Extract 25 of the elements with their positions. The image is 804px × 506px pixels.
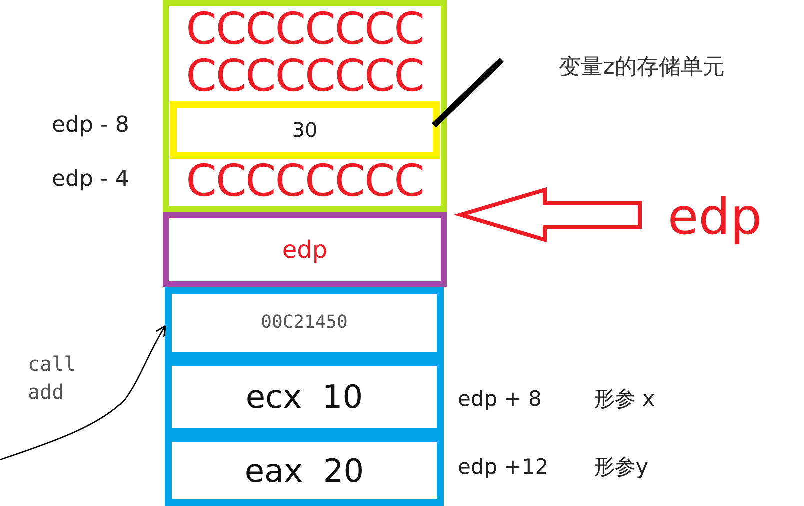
memory-cell — [170, 100, 440, 159]
memory-block — [163, 0, 447, 212]
cell-text: 30 — [292, 120, 318, 140]
offset-label: edp - 4 — [52, 167, 130, 192]
memory-cell — [163, 212, 447, 287]
cell-text: edp — [282, 238, 328, 262]
parameter-label: 形参y — [594, 454, 648, 481]
instruction-text: call add — [28, 351, 78, 406]
block-arrow — [454, 187, 642, 243]
cell-text: edp — [668, 192, 762, 242]
cell-text: 变量z的存储单元 — [559, 57, 725, 79]
curved-arrow — [0, 325, 166, 461]
offset-label: edp - 8 — [52, 113, 130, 138]
leader-line — [432, 58, 504, 128]
filler-bytes-text: CCCCCCCC — [186, 53, 424, 101]
filler-bytes-text: CCCCCCCC — [186, 158, 424, 206]
cell-text: eax 20 — [244, 454, 364, 486]
parameter-label: 形参 x — [594, 386, 656, 413]
offset-label: edp + 8 — [458, 387, 542, 411]
cell-text: ecx 10 — [246, 381, 364, 413]
offset-label: edp +12 — [458, 455, 549, 479]
memory-cell — [165, 287, 444, 359]
memory-cell — [165, 435, 444, 506]
cell-text: 00C21450 — [261, 314, 348, 332]
filler-bytes-text: CCCCCCCC — [186, 6, 424, 54]
